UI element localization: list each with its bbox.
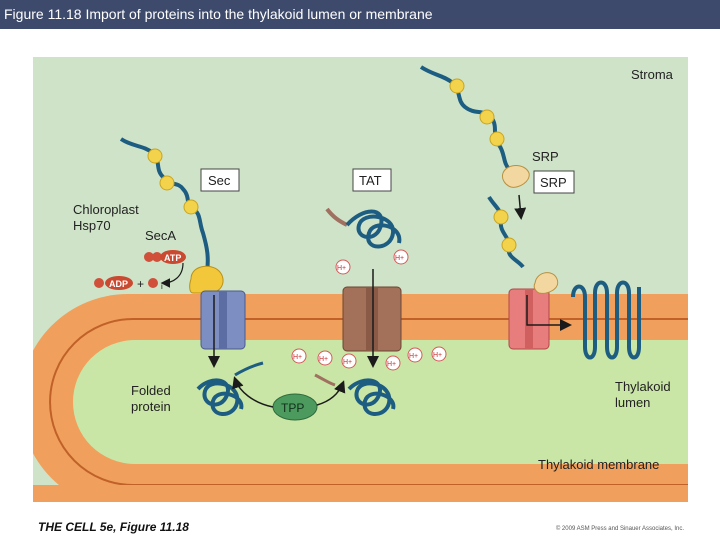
folded-protein-label: Folded protein xyxy=(131,383,174,414)
tat-folded-protein xyxy=(345,209,402,249)
svg-text:H+: H+ xyxy=(319,356,328,363)
adp-molecule: ADP xyxy=(94,276,133,290)
svg-text:H+: H+ xyxy=(409,353,418,360)
cleaved-signal-peptide xyxy=(234,361,264,377)
plus-sign: + xyxy=(137,277,144,291)
srp-insertion-arrow xyxy=(526,295,572,331)
svg-text:H+: H+ xyxy=(387,361,396,368)
thylakoid-import-diagram: Stroma Thylakoid lumen Thylakoid membran… xyxy=(33,57,688,502)
tat-signal-peptide xyxy=(325,207,348,227)
tat-pathway-box: TAT xyxy=(352,168,392,192)
svg-text:Sec: Sec xyxy=(208,173,231,188)
proton-stroma: H+ xyxy=(335,259,351,275)
hsp70-chaperone xyxy=(183,199,199,215)
proton-lumen: H+ xyxy=(385,355,401,371)
copyright-notice: © 2009 ASM Press and Sinauer Associates,… xyxy=(555,526,684,532)
folded-protein-sec xyxy=(196,378,244,416)
sec-channel xyxy=(200,290,246,350)
membrane-label-strip xyxy=(33,485,688,502)
folded-protein-tat xyxy=(347,378,396,416)
svg-text:H+: H+ xyxy=(293,354,302,361)
srp-channel xyxy=(508,288,550,350)
proton-lumen: H+ xyxy=(407,347,423,363)
srp-receptor xyxy=(533,272,559,294)
integrated-membrane-protein xyxy=(571,280,641,360)
stroma-label: Stroma xyxy=(631,67,674,82)
svg-text:TPP: TPP xyxy=(281,401,304,415)
svg-text:ADP: ADP xyxy=(109,279,128,289)
srp-arrow xyxy=(514,194,527,220)
svg-text:TAT: TAT xyxy=(359,173,382,188)
tpp-cleavage-arrow-left xyxy=(232,376,274,408)
srp-unfolded-chain xyxy=(419,65,511,171)
hsp70-chaperone xyxy=(479,109,495,125)
seca-label: SecA xyxy=(145,228,176,243)
svg-text:H+: H+ xyxy=(337,265,346,272)
proton-lumen: H+ xyxy=(317,350,333,366)
sec-pathway-box: Sec xyxy=(200,168,240,192)
proton-lumen: H+ xyxy=(291,348,307,364)
svg-text:i: i xyxy=(161,282,163,291)
hsp70-chaperone xyxy=(159,175,175,191)
proton-lumen: H+ xyxy=(431,346,447,362)
proton-lumen: H+ xyxy=(341,353,357,369)
lumen-label: Thylakoid lumen xyxy=(615,379,674,410)
proton-stroma: H+ xyxy=(393,249,409,265)
srp-pathway-box: SRP xyxy=(533,170,575,194)
svg-text:H+: H+ xyxy=(395,255,404,262)
thylakoid-lumen xyxy=(73,340,688,464)
figure-caption: THE CELL 5e, Figure 11.18 xyxy=(38,520,189,534)
hsp70-chaperone xyxy=(493,209,509,225)
hsp70-chaperone xyxy=(501,237,517,253)
hsp70-chaperone xyxy=(147,148,163,164)
svg-text:H+: H+ xyxy=(433,352,442,359)
slide-title: Figure 11.18 Import of proteins into the… xyxy=(0,0,720,29)
hsp70-chaperone xyxy=(489,131,505,147)
svg-text:ATP: ATP xyxy=(164,253,181,263)
atp-hydrolysis-arrow xyxy=(160,262,184,288)
seca-motor xyxy=(189,265,224,294)
svg-text:SRP: SRP xyxy=(540,175,567,190)
srp-particle-label: SRP xyxy=(532,149,559,164)
svg-text:H+: H+ xyxy=(343,359,352,366)
srp-chain-lower xyxy=(487,195,525,269)
hsp70-label: Chloroplast Hsp70 xyxy=(73,202,142,233)
cleaved-signal-peptide xyxy=(314,373,336,387)
tat-channel xyxy=(342,286,402,352)
srp-particle xyxy=(502,165,530,188)
tpp-peptidase: TPP xyxy=(272,393,318,421)
membrane-inner-edge xyxy=(49,318,688,486)
membrane-label: Thylakoid membrane xyxy=(538,457,659,472)
hsp70-chaperone xyxy=(449,78,465,94)
atp-molecule: ATP xyxy=(144,250,186,264)
tpp-cleavage-arrow-right xyxy=(316,380,346,406)
